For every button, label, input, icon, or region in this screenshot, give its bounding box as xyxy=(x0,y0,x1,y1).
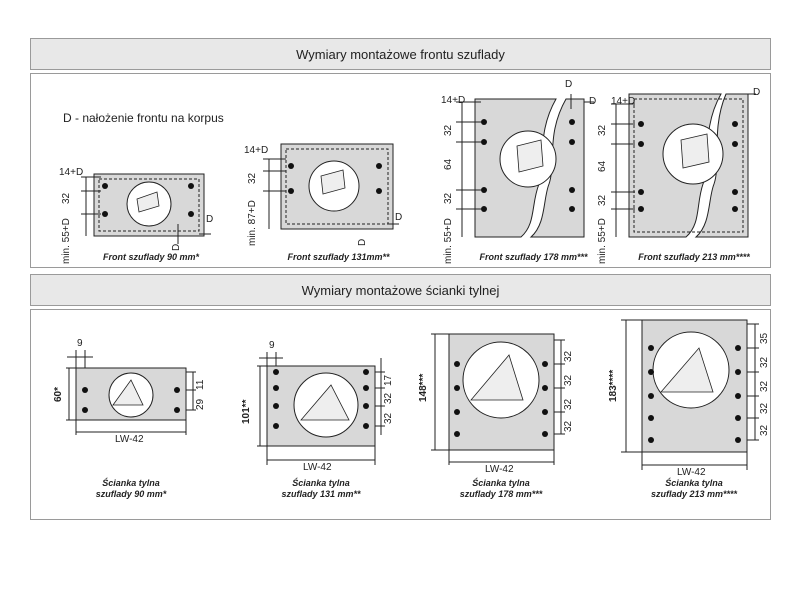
front-178-caption: Front szuflady 178 mm*** xyxy=(479,252,588,262)
back-131-nine: 9 xyxy=(269,340,275,351)
back-178-caption-line1: Ścianka tylna xyxy=(472,478,530,488)
back-90-dim-29: 29 xyxy=(195,398,206,410)
back-178-dim-32c: 32 xyxy=(563,398,574,410)
front-90-caption: Front szuflady 90 mm* xyxy=(102,252,200,262)
back-213-caption-line2: szuflady 213 mm**** xyxy=(650,489,738,499)
back-178-height: 148*** xyxy=(418,373,429,402)
front-178-min-label: min. 55+D xyxy=(443,218,454,264)
back-213-height: 183**** xyxy=(608,369,619,402)
front-131-d-label: D xyxy=(395,212,403,223)
front-213-dim-32b: 32 xyxy=(597,194,608,206)
front-section-title: Wymiary montażowe frontu szuflady xyxy=(296,46,505,62)
back-hole-dots xyxy=(82,345,741,443)
front-131-d-bottom: D xyxy=(357,238,368,246)
back-90-height: 60* xyxy=(53,386,64,402)
front-90-outline xyxy=(98,178,200,232)
back-213-dim-32d: 32 xyxy=(759,424,770,436)
back-213-dim-32b: 32 xyxy=(759,380,770,392)
back-90-caption-line2: szuflady 90 mm* xyxy=(95,489,167,499)
front-90-overlap-label: 14+D xyxy=(59,167,84,178)
front-213-min-label: min. 55+D xyxy=(597,218,608,264)
front-131-outline xyxy=(285,148,389,225)
back-178-dim-32d: 32 xyxy=(563,420,574,432)
front-213-d-right: D xyxy=(753,87,761,98)
front-213-dim-64: 64 xyxy=(597,160,608,172)
front-90-dim-32: 32 xyxy=(61,192,72,204)
back-213-caption-line1: Ścianka tylna xyxy=(665,478,723,488)
back-178-caption-line2: szuflady 178 mm*** xyxy=(459,489,543,499)
back-90-nine: 9 xyxy=(77,338,83,349)
back-diagrams-svg xyxy=(66,319,759,470)
back-213-dim-35: 35 xyxy=(759,332,770,344)
front-diagrams-panel: D - nałożenie frontu na korpus 14+D 32 m… xyxy=(30,73,771,268)
back-section-title: Wymiary montażowe ścianki tylnej xyxy=(301,282,500,298)
back-213-dim-32a: 32 xyxy=(759,356,770,368)
overlap-legend: D - nałożenie frontu na korpus xyxy=(63,111,224,125)
front-178-overlap-label: 14+D xyxy=(441,95,466,106)
front-131-overlap-label: 14+D xyxy=(244,145,269,156)
front-178-dim-64: 64 xyxy=(443,158,454,170)
back-90-caption-line1: Ścianka tylna xyxy=(102,478,160,488)
back-diagrams-panel: 9 60* 11 29 LW-42 Ścianka tylna szuflady… xyxy=(30,309,771,520)
back-213-width: LW-42 xyxy=(677,467,706,478)
back-131-height: 101** xyxy=(241,399,252,424)
back-131-width: LW-42 xyxy=(303,462,332,473)
front-90-d-bottom: D xyxy=(171,243,182,251)
back-131-dim-17: 17 xyxy=(383,374,394,386)
back-131-dim-32b: 32 xyxy=(383,412,394,424)
front-213-caption: Front szuflady 213 mm**** xyxy=(638,252,750,262)
front-178-d-top: D xyxy=(565,79,573,90)
front-131-min-label: min. 87+D xyxy=(247,200,258,246)
front-diagrams-svg xyxy=(81,93,756,244)
back-131-caption-line1: Ścianka tylna xyxy=(292,478,350,488)
back-178-width: LW-42 xyxy=(485,464,514,475)
front-hole-dots xyxy=(102,119,738,217)
front-90-d-label: D xyxy=(206,214,214,225)
front-90-min-label: min. 55+D xyxy=(61,218,72,264)
front-213-overlap-label: 14+D xyxy=(611,96,636,107)
back-131-caption-line2: szuflady 131 mm** xyxy=(281,489,361,499)
back-90-width: LW-42 xyxy=(115,434,144,445)
front-213-right-panel xyxy=(694,93,749,238)
back-178-dim-32b: 32 xyxy=(563,374,574,386)
front-178-dim-32b: 32 xyxy=(443,192,454,204)
front-131-caption: Front szuflady 131mm** xyxy=(287,252,390,262)
back-90-dim-11: 11 xyxy=(195,379,206,390)
back-131-dim-32a: 32 xyxy=(383,392,394,404)
front-section-header: Wymiary montażowe frontu szuflady xyxy=(30,38,771,70)
back-section-header: Wymiary montażowe ścianki tylnej xyxy=(30,274,771,306)
front-178-dim-32a: 32 xyxy=(443,124,454,136)
back-213-dim-32c: 32 xyxy=(759,402,770,414)
front-213-dim-32a: 32 xyxy=(597,124,608,136)
front-131-dim-32: 32 xyxy=(247,172,258,184)
front-178-d-right: D xyxy=(589,96,597,107)
front-178-right-panel xyxy=(529,98,585,238)
back-178-dim-32a: 32 xyxy=(563,350,574,362)
